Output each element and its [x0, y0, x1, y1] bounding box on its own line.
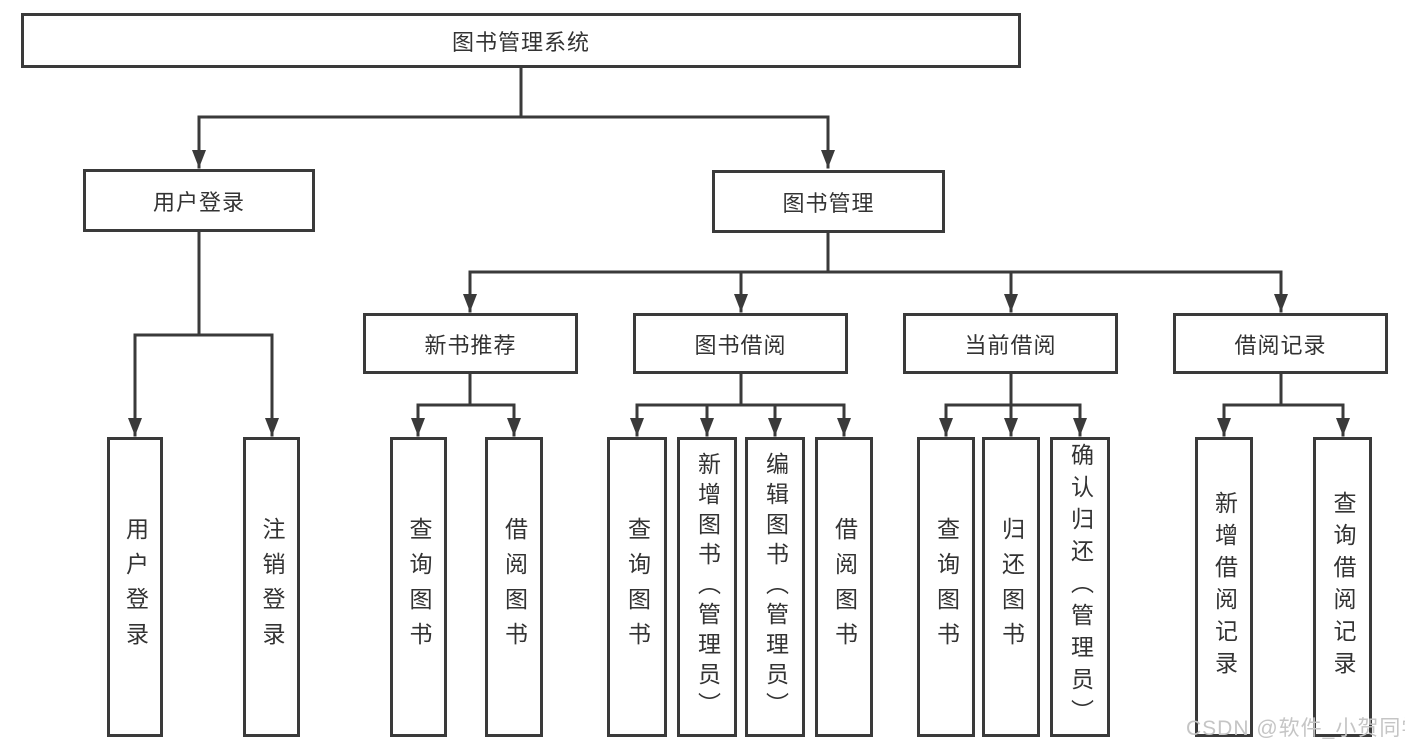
connector-new-book-rec-children [411, 372, 521, 437]
node-logout-label: 注销登录 [259, 517, 285, 657]
node-library-system: 图书管理系统 [21, 13, 1021, 68]
node-nbr-query-books-label: 查询图书 [406, 517, 432, 657]
node-borrow-records-label: 借阅记录 [1234, 332, 1327, 358]
node-user-login-label: 用户登录 [122, 517, 149, 657]
connector-book-borrow-children [630, 372, 851, 437]
node-cb-return-books-label: 归还图书 [998, 517, 1025, 657]
node-borrow-records: 借阅记录 [1173, 313, 1388, 374]
connector-book-mgmt-to-level3 [463, 231, 1288, 313]
node-bb-add-books-admin-label: 新增图书（管理员） [694, 452, 721, 722]
node-bb-query-books-label: 查询图书 [624, 517, 651, 657]
node-new-book-recommend: 新书推荐 [363, 313, 578, 374]
node-book-management: 图书管理 [712, 170, 945, 233]
csdn-watermark: CSDN @软件_小贺同学 [1186, 717, 1405, 740]
node-cb-query-books-label: 查询图书 [933, 517, 960, 657]
node-bb-add-books-admin: 新增图书（管理员） [677, 437, 737, 737]
node-br-add-record-label: 新增借阅记录 [1211, 491, 1238, 683]
node-cb-query-books: 查询图书 [917, 437, 975, 737]
node-new-book-recommend-label: 新书推荐 [424, 332, 517, 358]
node-cb-confirm-return-admin-label: 确认归还（管理员） [1067, 443, 1094, 731]
node-book-borrowing: 图书借阅 [633, 313, 848, 374]
node-br-query-record: 查询借阅记录 [1313, 437, 1372, 737]
node-user-login: 用户登录 [107, 437, 163, 737]
node-br-query-record-label: 查询借阅记录 [1330, 491, 1356, 683]
node-library-system-label: 图书管理系统 [451, 29, 590, 55]
node-nbr-borrow-books: 借阅图书 [485, 437, 543, 737]
connector-current-borrow-children [939, 372, 1087, 437]
node-user-login-group: 用户登录 [83, 169, 315, 232]
node-book-management-label: 图书管理 [782, 190, 875, 216]
node-bb-edit-books-admin: 编辑图书（管理员） [745, 437, 805, 737]
node-user-login-group-label: 用户登录 [152, 189, 245, 215]
connector-borrow-records-children [1217, 372, 1350, 437]
node-book-borrowing-label: 图书借阅 [694, 332, 787, 358]
node-bb-borrow-books-label: 借阅图书 [831, 517, 858, 657]
node-bb-edit-books-admin-label: 编辑图书（管理员） [762, 452, 789, 722]
node-nbr-query-books: 查询图书 [390, 437, 447, 737]
node-nbr-borrow-books-label: 借阅图书 [501, 517, 528, 657]
node-bb-query-books: 查询图书 [607, 437, 667, 737]
node-cb-return-books: 归还图书 [982, 437, 1040, 737]
node-current-borrowing: 当前借阅 [903, 313, 1118, 374]
node-logout: 注销登录 [243, 437, 300, 737]
node-current-borrowing-label: 当前借阅 [964, 332, 1057, 358]
node-bb-borrow-books: 借阅图书 [815, 437, 873, 737]
connector-user-login-children [128, 230, 279, 437]
node-cb-confirm-return-admin: 确认归还（管理员） [1050, 437, 1110, 737]
connector-root-to-level2 [192, 66, 835, 169]
node-br-add-record: 新增借阅记录 [1195, 437, 1253, 737]
